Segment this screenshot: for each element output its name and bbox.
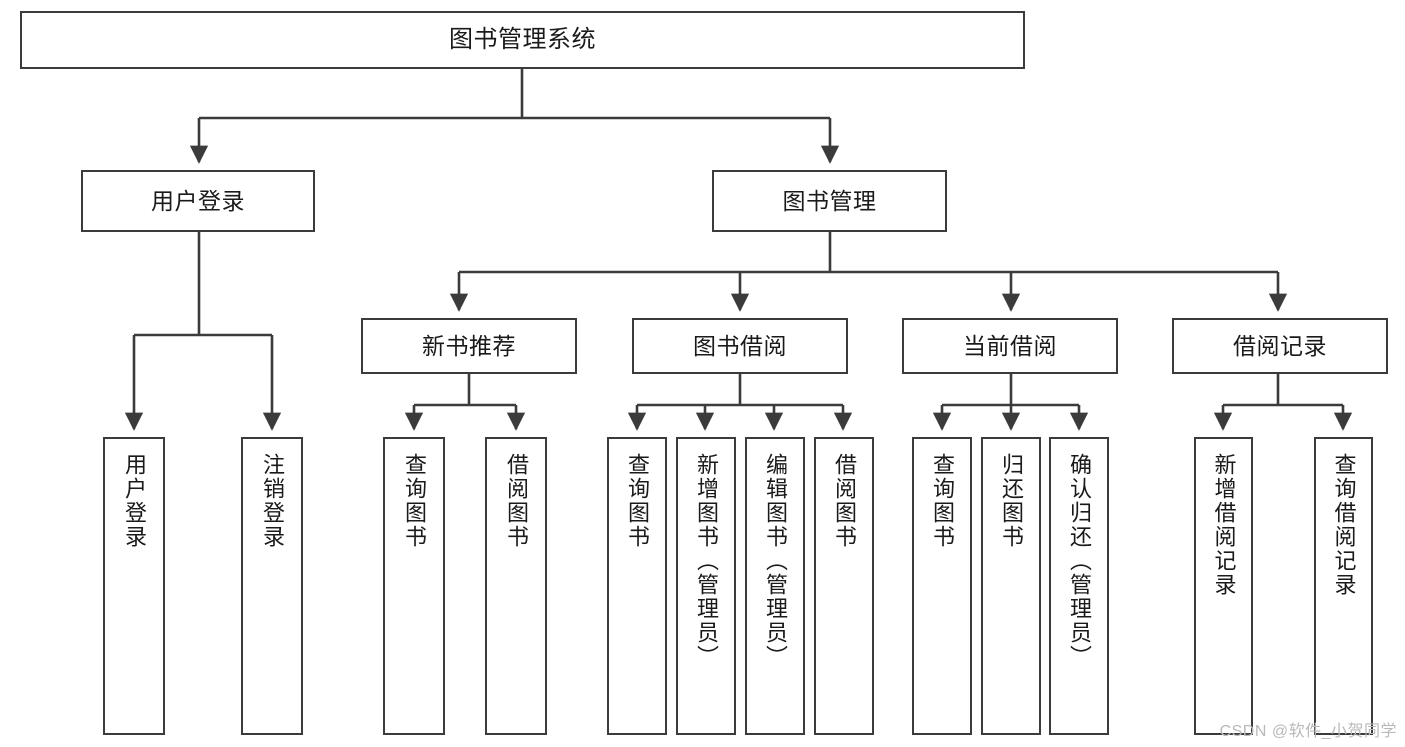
leaf-book-borrow-borrow-label: 借阅图书 <box>831 453 857 549</box>
node-borrow-record[interactable]: 借阅记录 <box>1172 318 1388 374</box>
leaf-book-borrow-borrow[interactable]: 借阅图书 <box>814 437 874 735</box>
leaf-current-borrow-query[interactable]: 查询图书 <box>912 437 972 735</box>
leaf-current-borrow-return-label: 归还图书 <box>998 453 1024 549</box>
node-user-login-label: 用户登录 <box>151 187 245 214</box>
leaf-borrow-record-add-label: 新增借阅记录 <box>1211 453 1237 597</box>
leaf-borrow-record-query[interactable]: 查询借阅记录 <box>1314 437 1373 735</box>
leaf-book-borrow-edit[interactable]: 编辑图书（管理员） <box>745 437 805 735</box>
leaf-book-borrow-add[interactable]: 新增图书（管理员） <box>676 437 736 735</box>
node-current-borrow[interactable]: 当前借阅 <box>902 318 1118 374</box>
leaf-current-borrow-query-label: 查询图书 <box>929 453 955 549</box>
node-new-book-recommend-label: 新书推荐 <box>422 332 516 359</box>
node-root-system-label: 图书管理系统 <box>449 26 596 54</box>
leaf-current-borrow-confirm-label: 确认归还（管理员） <box>1066 453 1092 669</box>
node-root-system[interactable]: 图书管理系统 <box>20 11 1025 69</box>
leaf-book-borrow-edit-label: 编辑图书（管理员） <box>762 453 788 669</box>
node-user-login[interactable]: 用户登录 <box>81 170 315 232</box>
leaf-book-borrow-add-label: 新增图书（管理员） <box>693 453 719 669</box>
leaf-user-login-login[interactable]: 用户登录 <box>103 437 165 735</box>
node-book-management-label: 图书管理 <box>782 187 877 214</box>
node-current-borrow-label: 当前借阅 <box>963 332 1057 359</box>
leaf-new-book-borrow[interactable]: 借阅图书 <box>485 437 547 735</box>
leaf-current-borrow-return[interactable]: 归还图书 <box>981 437 1041 735</box>
leaf-new-book-query-label: 查询图书 <box>401 453 427 549</box>
node-book-management[interactable]: 图书管理 <box>712 170 947 232</box>
csdn-watermark: CSDN @软件_小贺同学 <box>1219 723 1397 740</box>
leaf-borrow-record-query-label: 查询借阅记录 <box>1331 453 1357 597</box>
leaf-book-borrow-query-label: 查询图书 <box>624 453 650 549</box>
leaf-user-login-login-label: 用户登录 <box>121 453 147 549</box>
leaf-current-borrow-confirm[interactable]: 确认归还（管理员） <box>1049 437 1109 735</box>
leaf-new-book-query[interactable]: 查询图书 <box>383 437 445 735</box>
node-borrow-record-label: 借阅记录 <box>1233 332 1327 359</box>
leaf-new-book-borrow-label: 借阅图书 <box>503 453 529 549</box>
leaf-user-login-logout[interactable]: 注销登录 <box>241 437 303 735</box>
node-book-borrow[interactable]: 图书借阅 <box>632 318 848 374</box>
node-book-borrow-label: 图书借阅 <box>693 332 787 359</box>
leaf-borrow-record-add[interactable]: 新增借阅记录 <box>1194 437 1253 735</box>
node-new-book-recommend[interactable]: 新书推荐 <box>361 318 577 374</box>
leaf-book-borrow-query[interactable]: 查询图书 <box>607 437 667 735</box>
leaf-user-login-logout-label: 注销登录 <box>259 453 285 549</box>
